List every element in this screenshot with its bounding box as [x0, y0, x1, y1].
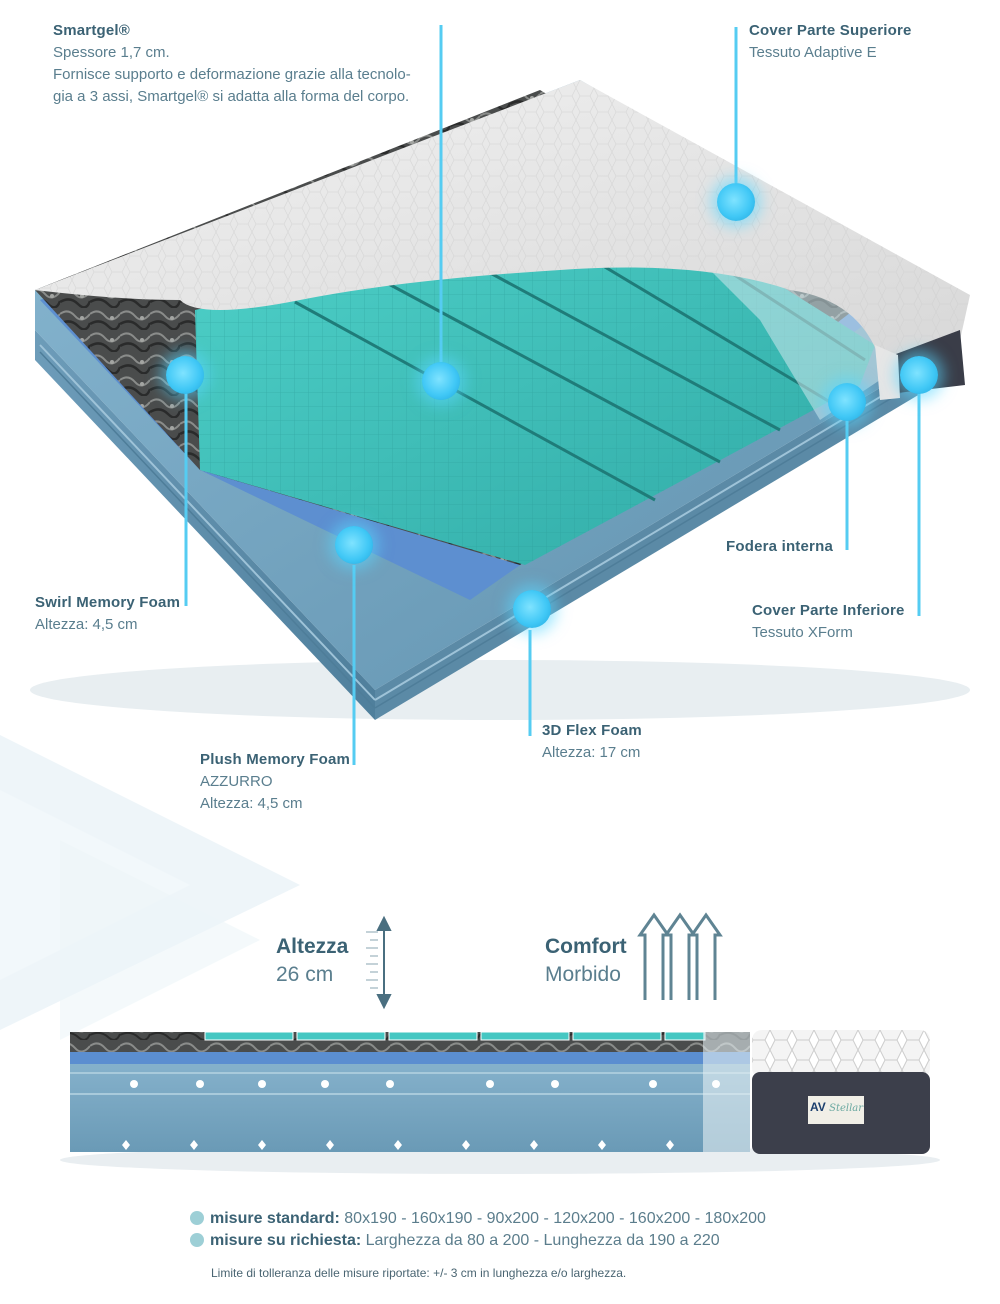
height-spec: Altezza 26 cm: [276, 935, 348, 987]
plush-sub-color: AZZURRO: [200, 773, 273, 790]
bullet-icon: [190, 1211, 204, 1225]
plush-marker: [335, 526, 373, 564]
plush-title: Plush Memory Foam: [200, 751, 351, 768]
swirl-title: Swirl Memory Foam: [35, 594, 181, 611]
mattress-illustration: [30, 80, 970, 720]
smartgel-marker: [422, 362, 460, 400]
swirl-sub: Altezza: 4,5 cm: [35, 616, 138, 633]
brand-script: Stellar: [829, 1103, 864, 1114]
fodera-label: Fodera interna: [726, 536, 833, 558]
swirl-label: Swirl Memory Foam Altezza: 4,5 cm: [35, 592, 180, 636]
cover-bottom-title: Cover Parte Inferiore: [752, 602, 905, 619]
custom-sizes-value: Larghezza da 80 a 200 - Lunghezza da 190…: [365, 1232, 720, 1249]
comfort-title: Comfort: [545, 935, 627, 958]
smartgel-label: Smartgel® Spessore 1,7 cm. Fornisce supp…: [53, 20, 411, 108]
standard-sizes-label: misure standard:: [210, 1210, 340, 1227]
custom-sizes-label: misure su richiesta:: [210, 1232, 362, 1249]
cover-bottom-sub: Tessuto XForm: [752, 624, 853, 641]
flex-sub: Altezza: 17 cm: [542, 744, 641, 761]
standard-sizes-line: misure standard: 80x190 - 160x190 - 90x2…: [190, 1210, 766, 1228]
smartgel-line-3: gia a 3 assi, Smartgel® si adatta alla f…: [53, 88, 410, 105]
flex-label: 3D Flex Foam Altezza: 17 cm: [542, 720, 642, 764]
bullet-icon: [190, 1233, 204, 1247]
plush-label: Plush Memory Foam AZZURRO Altezza: 4,5 c…: [200, 749, 350, 815]
cover-top-marker: [717, 183, 755, 221]
cover-top-title: Cover Parte Superiore: [749, 22, 912, 39]
smartgel-line-2: Fornisce supporto e deformazione grazie …: [53, 66, 411, 83]
fodera-title: Fodera interna: [726, 538, 833, 555]
brand-logo: AV: [810, 1100, 826, 1114]
comfort-spec: Comfort Morbido: [545, 935, 627, 987]
comfort-value: Morbido: [545, 963, 621, 986]
leader-lines: [184, 25, 921, 765]
fodera-marker: [828, 383, 866, 421]
standard-sizes-value: 80x190 - 160x190 - 90x200 - 120x200 - 16…: [344, 1210, 766, 1227]
brand-label: AV Stellar: [810, 1100, 864, 1114]
cover-top-sub: Tessuto Adaptive E: [749, 44, 877, 61]
cover-top-label: Cover Parte Superiore Tessuto Adaptive E: [749, 20, 912, 64]
smartgel-line-1: Spessore 1,7 cm.: [53, 44, 170, 61]
flex-title: 3D Flex Foam: [542, 722, 642, 739]
tolerance-note: Limite di tolleranza delle misure riport…: [211, 1266, 627, 1280]
plush-sub-height: Altezza: 4,5 cm: [200, 795, 303, 812]
flex-marker: [513, 590, 551, 628]
cover-bottom-label: Cover Parte Inferiore Tessuto XForm: [752, 600, 905, 644]
height-title: Altezza: [276, 935, 349, 958]
swirl-marker: [166, 356, 204, 394]
smartgel-title: Smartgel®: [53, 22, 131, 39]
custom-sizes-line: misure su richiesta: Larghezza da 80 a 2…: [190, 1232, 720, 1250]
height-value: 26 cm: [276, 963, 334, 986]
cover-bottom-marker: [900, 356, 938, 394]
